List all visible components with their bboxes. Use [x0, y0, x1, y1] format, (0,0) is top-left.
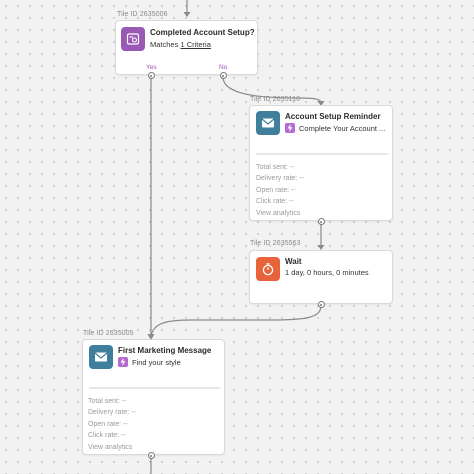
divider	[89, 387, 220, 389]
criteria-text: Matches 1 Criteria	[150, 40, 211, 49]
condition-tile-completed-setup[interactable]: Completed Account Setup? Matches 1 Crite…	[115, 20, 258, 75]
arrowhead-marketing	[147, 334, 155, 340]
tile-id-label: Tile ID 2635006	[117, 11, 168, 18]
delivery-rate-stat: Delivery rate: --	[256, 175, 304, 183]
stats-block: Total sent: -- Delivery rate: -- Open ra…	[88, 396, 136, 453]
output-port[interactable]	[147, 452, 155, 459]
stats-block: Total sent: -- Delivery rate: -- Open ra…	[256, 162, 304, 219]
yes-port[interactable]	[147, 72, 155, 79]
open-rate-stat: Open rate: --	[88, 420, 128, 428]
stopwatch-icon	[256, 257, 280, 281]
email-subject-text: Complete Your Account ...	[299, 123, 386, 133]
wait-tile[interactable]: Wait 1 day, 0 hours, 0 minutes	[249, 250, 393, 304]
view-analytics-link[interactable]: View analytics	[256, 209, 301, 217]
divider	[256, 153, 388, 155]
envelope-icon	[89, 345, 113, 369]
criteria-prefix: Matches	[150, 40, 181, 49]
tile-title: First Marketing Message	[118, 346, 212, 355]
no-port[interactable]	[219, 72, 227, 79]
tile-id-label: Tile ID 2635116	[250, 96, 301, 103]
tile-title: Account Setup Reminder	[285, 112, 381, 121]
email-subject: Find your style	[118, 357, 181, 367]
branch-no-label: No	[219, 64, 228, 71]
output-port[interactable]	[317, 301, 325, 308]
arrowhead-reminder	[317, 101, 325, 106]
email-subject-text: Find your style	[132, 357, 181, 367]
total-sent-stat: Total sent: --	[256, 164, 295, 171]
connector-wait-to-marketing	[150, 305, 322, 337]
criteria-link[interactable]: 1 Criteria	[180, 40, 211, 49]
tile-id-label: Tile ID 2635005	[83, 330, 134, 337]
arrowhead-wait	[317, 245, 325, 250]
branch-yes-label: Yes	[146, 64, 157, 71]
email-tile-first-marketing[interactable]: First Marketing Message Find your style …	[82, 339, 225, 455]
envelope-icon	[256, 111, 280, 135]
connector-no-to-reminder	[222, 76, 322, 104]
lightning-bolt-icon	[285, 123, 295, 133]
click-rate-stat: Click rate: --	[88, 432, 126, 440]
click-rate-stat: Click rate: --	[256, 198, 294, 206]
tile-title: Completed Account Setup?	[150, 28, 255, 37]
lightning-bolt-icon	[118, 357, 128, 367]
open-rate-stat: Open rate: --	[256, 186, 296, 194]
delivery-rate-stat: Delivery rate: --	[88, 409, 136, 417]
arrowhead-entry	[183, 12, 191, 17]
email-tile-setup-reminder[interactable]: Account Setup Reminder Complete Your Acc…	[249, 105, 393, 221]
wait-duration: 1 day, 0 hours, 0 minutes	[285, 268, 369, 277]
total-sent-stat: Total sent: --	[88, 398, 127, 405]
output-port[interactable]	[317, 218, 325, 225]
email-subject: Complete Your Account ...	[285, 123, 389, 133]
filter-condition-icon	[121, 27, 145, 51]
tile-id-label: Tile ID 2635563	[250, 240, 301, 247]
view-analytics-link[interactable]: View analytics	[88, 443, 133, 451]
tile-title: Wait	[285, 257, 302, 266]
